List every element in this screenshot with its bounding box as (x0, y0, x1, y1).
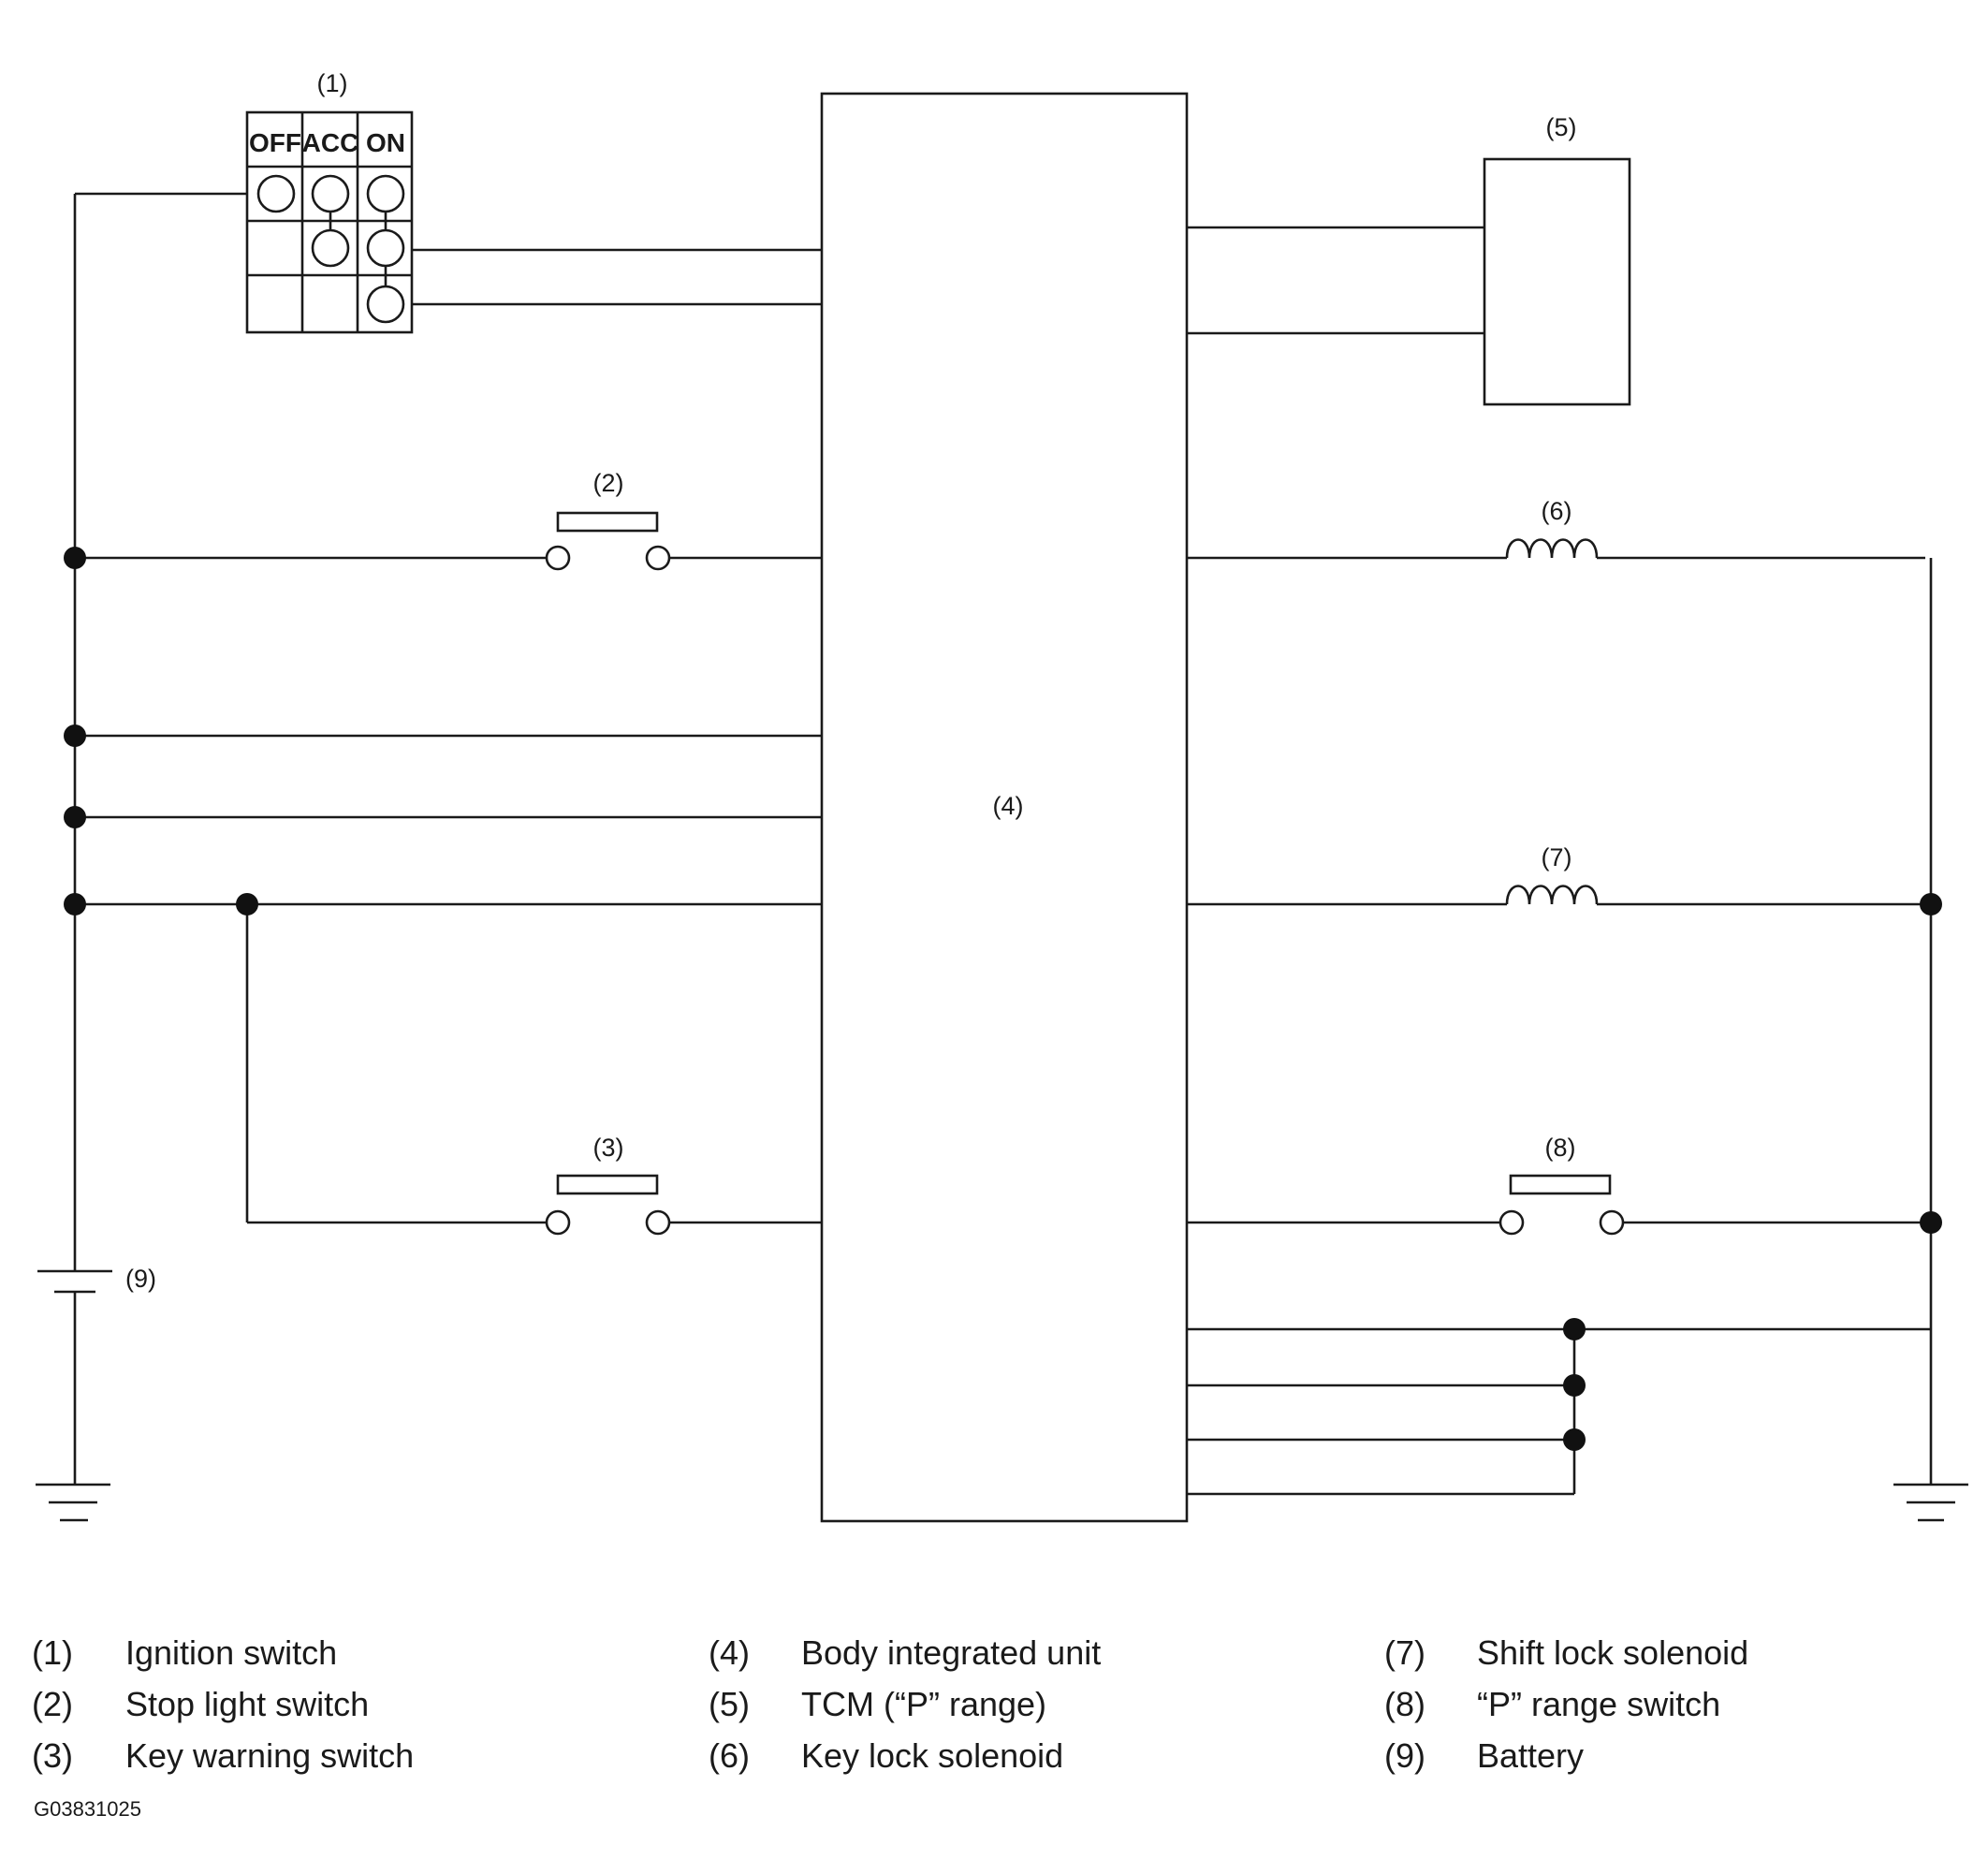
legend-num: (4) (709, 1633, 750, 1672)
ground-left (36, 1483, 110, 1522)
legend-label: Key lock solenoid (801, 1736, 1063, 1775)
ignition-contact-on-1 (366, 174, 405, 213)
callout-3: (3) (593, 1134, 624, 1162)
legend-num: (8) (1384, 1685, 1425, 1723)
stop-light-switch-actuator (556, 511, 659, 533)
legend-label: Battery (1477, 1736, 1584, 1775)
legend-label: TCM (“P” range) (801, 1685, 1046, 1723)
legend-label: Body integrated unit (801, 1633, 1101, 1672)
ignition-contact-off (256, 174, 296, 213)
callout-6: (6) (1542, 497, 1572, 525)
right-wiring (1187, 558, 1942, 1496)
body-integrated-unit: (4) (820, 92, 1189, 1523)
ignition-contact-acc-2 (311, 228, 350, 268)
junction-dot (64, 893, 86, 915)
ignition-header-acc: ACC (302, 128, 359, 157)
legend: (1) Ignition switch (2) Stop light switc… (32, 1633, 1748, 1821)
legend-num: (5) (709, 1685, 750, 1723)
ignition-header-off: OFF (249, 128, 301, 157)
p-range-switch: (8) (1187, 1134, 1931, 1236)
switch-terminal (645, 1209, 671, 1236)
switch-terminal (545, 1209, 571, 1236)
battery: (9) (37, 1265, 156, 1485)
left-wiring (64, 192, 822, 1271)
switch-terminal (545, 545, 571, 571)
shift-lock-solenoid: (7) (1187, 843, 1925, 906)
key-lock-solenoid: (6) (1187, 497, 1925, 560)
callout-1: (1) (317, 69, 348, 97)
callout-2: (2) (593, 469, 624, 497)
ignition-contact-on-2 (366, 228, 405, 268)
tcm: (5) (1187, 113, 1631, 406)
junction-dot (64, 806, 86, 828)
switch-terminal (1599, 1209, 1625, 1236)
junction-dot (64, 725, 86, 747)
key-warning-switch: (3) (545, 1134, 671, 1236)
callout-8: (8) (1545, 1134, 1576, 1162)
legend-label: Ignition switch (125, 1633, 337, 1672)
legend-num: (7) (1384, 1633, 1425, 1672)
ignition-switch: (1) OFF ACC ON (245, 69, 414, 334)
callout-9: (9) (125, 1265, 156, 1293)
legend-label: “P” range switch (1477, 1685, 1720, 1723)
switch-terminal (1498, 1209, 1525, 1236)
junction-dot (64, 547, 86, 569)
junction-dot (1920, 893, 1942, 915)
ground-right (1893, 1483, 1968, 1522)
legend-num: (9) (1384, 1736, 1425, 1775)
shift-lock-solenoid-coil (1505, 885, 1599, 905)
figure-code: G03831025 (34, 1797, 141, 1821)
tcm-box (1483, 157, 1631, 406)
legend-label: Stop light switch (125, 1685, 369, 1723)
ignition-contact-acc-1 (311, 174, 350, 213)
callout-7: (7) (1542, 843, 1572, 871)
junction-dot (1920, 1211, 1942, 1234)
callout-4: (4) (993, 792, 1024, 820)
legend-label: Key warning switch (125, 1736, 414, 1775)
legend-num: (2) (32, 1685, 73, 1723)
legend-num: (1) (32, 1633, 73, 1672)
body-integrated-unit-box (820, 92, 1189, 1523)
stop-light-switch: (2) (545, 469, 671, 571)
junction-dot (236, 893, 258, 915)
legend-num: (3) (32, 1736, 73, 1775)
key-warning-switch-actuator (556, 1174, 659, 1195)
ignition-header-on: ON (366, 128, 405, 157)
p-range-switch-actuator (1509, 1174, 1612, 1195)
ignition-contact-on-3 (366, 285, 405, 324)
legend-num: (6) (709, 1736, 750, 1775)
legend-label: Shift lock solenoid (1477, 1633, 1748, 1672)
junction-dot (1563, 1428, 1586, 1451)
switch-terminal (645, 545, 671, 571)
key-lock-solenoid-coil (1505, 538, 1599, 559)
junction-dot (1563, 1374, 1586, 1397)
junction-dot (1563, 1318, 1586, 1340)
callout-5: (5) (1546, 113, 1577, 141)
